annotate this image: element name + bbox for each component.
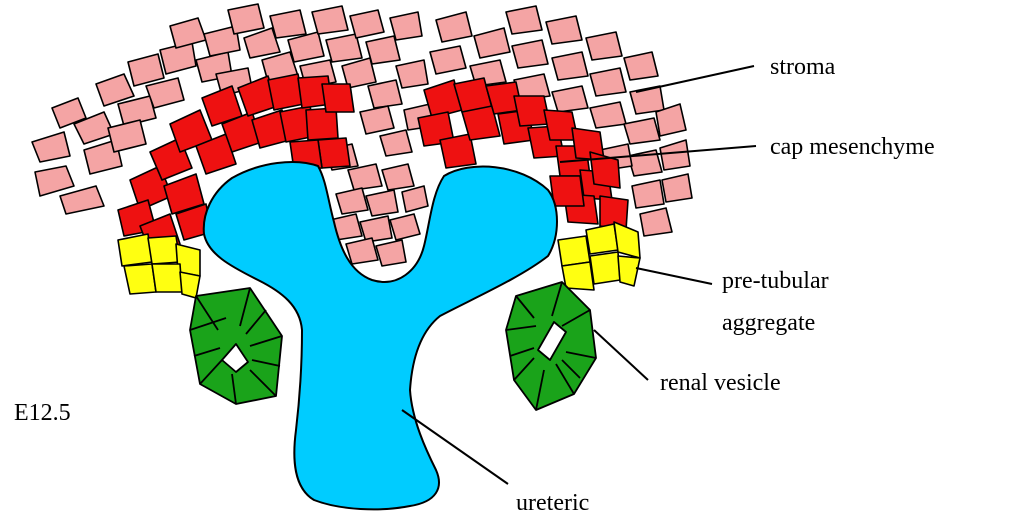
label-ureteric: ureteric: [516, 490, 589, 516]
label-renal-vesicle: renal vesicle: [660, 370, 781, 396]
label-stroma: stroma: [770, 54, 836, 80]
label-pre-tubular-line2: aggregate: [722, 310, 815, 336]
renal-vesicle-right: [506, 282, 596, 410]
label-stage: E12.5: [14, 400, 71, 426]
leader-pre-tubular: [636, 268, 712, 284]
label-cap-mesenchyme: cap mesenchyme: [770, 134, 935, 160]
renal-vesicle-left: [190, 288, 282, 404]
label-pre-tubular-line1: pre-tubular: [722, 268, 829, 294]
leader-renal-vesicle: [594, 330, 648, 380]
